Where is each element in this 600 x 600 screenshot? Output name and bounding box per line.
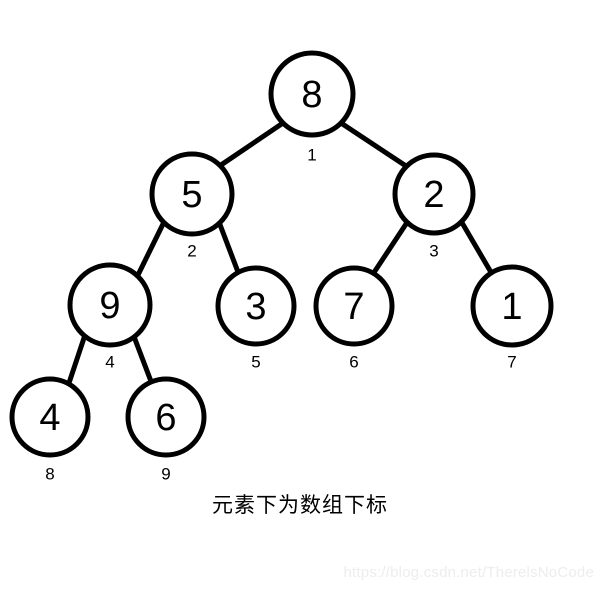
tree-node-5[interactable]: 35 [215,265,297,372]
node-array-index-3: 3 [429,242,438,261]
node-array-index-7: 7 [507,353,516,372]
node-array-index-6: 6 [349,353,358,372]
diagram-caption: 元素下为数组下标 [212,494,388,517]
tree-edge-4-9 [130,333,155,385]
tree-edge-2-4 [134,220,167,279]
node-circle-2 [149,151,235,237]
node-value-3: 2 [423,174,444,216]
node-circle-9 [125,376,207,458]
node-array-index-8: 8 [45,465,54,484]
node-array-index-1: 1 [307,146,316,165]
node-circle-3 [392,152,476,236]
node-circle-5 [215,265,297,347]
tree-node-7[interactable]: 17 [470,264,554,372]
node-circle-4 [67,262,153,348]
tree-edge-4-8 [66,334,88,384]
tree-node-1[interactable]: 81 [268,50,356,165]
node-value-9: 6 [155,397,176,439]
tree-node-2[interactable]: 52 [149,151,235,261]
tree-edge-3-7 [458,219,495,276]
node-circle-7 [470,264,554,348]
node-array-index-5: 5 [251,353,260,372]
tree-edge-1-3 [339,120,408,169]
node-value-5: 3 [245,286,266,328]
node-circle-8 [9,376,91,458]
node-value-7: 1 [501,286,522,328]
node-value-2: 5 [181,174,202,216]
tree-edge-1-2 [219,120,285,168]
node-circle-6 [313,265,395,347]
node-value-4: 9 [99,285,120,327]
tree-edge-3-6 [370,219,411,276]
node-value-1: 8 [301,74,322,116]
node-array-index-2: 2 [187,242,196,261]
node-value-8: 4 [39,397,60,439]
tree-edges-group [66,120,495,385]
tree-node-3[interactable]: 23 [392,152,476,261]
tree-node-4[interactable]: 94 [67,262,153,372]
node-value-6: 7 [343,286,364,328]
node-circle-1 [268,50,356,138]
tree-node-8[interactable]: 48 [9,376,91,484]
node-array-index-4: 4 [105,353,114,372]
node-array-index-9: 9 [161,465,170,484]
watermark-url: https://blog.csdn.net/TherelsNoCode [343,564,594,581]
tree-node-9[interactable]: 69 [125,376,207,484]
tree-edge-2-5 [216,221,241,273]
tree-node-6[interactable]: 76 [313,265,395,372]
